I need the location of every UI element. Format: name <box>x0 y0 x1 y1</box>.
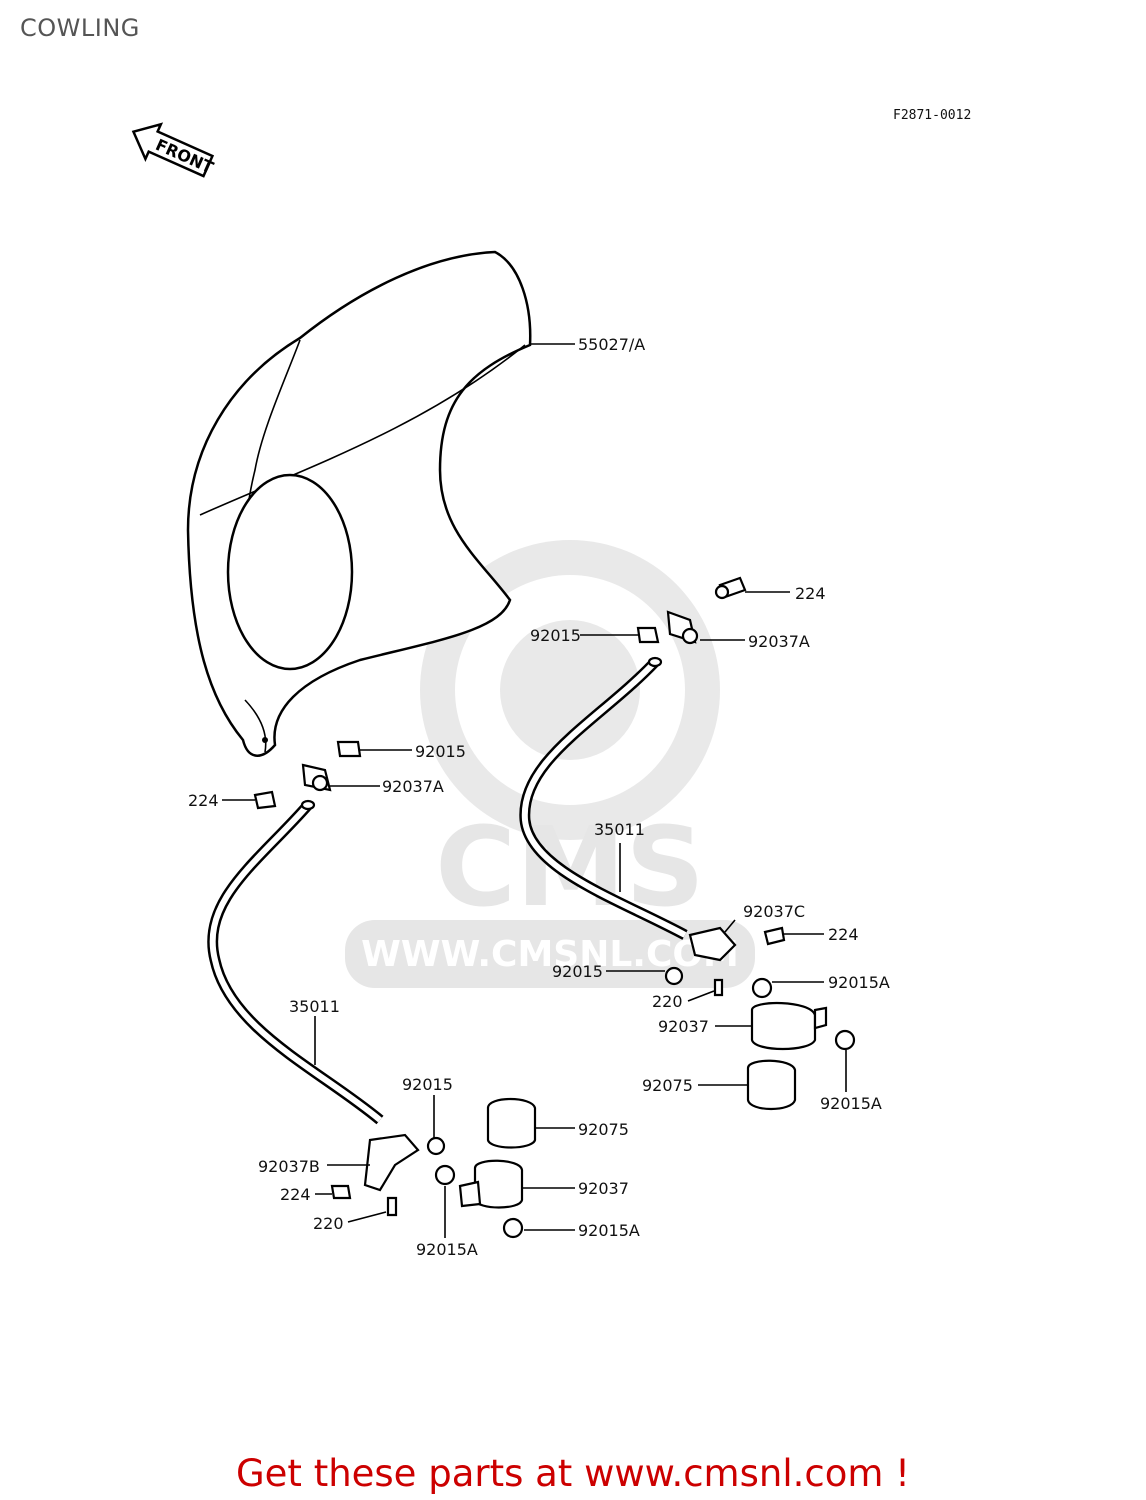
callout-55027a: 55027/A <box>578 335 645 354</box>
footer-cta[interactable]: Get these parts at www.cmsnl.com ! <box>235 1452 910 1495</box>
callout-92015: 92015 <box>552 962 603 981</box>
front-arrow-icon <box>131 122 215 178</box>
callout-92015a: 92015A <box>416 1240 478 1259</box>
callout-labels: 55027/A 224 92015 92037A 92015 92037A 22… <box>188 335 890 1259</box>
left-lower-hardware <box>330 1098 537 1239</box>
callout-224: 224 <box>188 791 219 810</box>
right-rod-35011 <box>519 656 688 940</box>
watermark-url: WWW.CMSNL.COM <box>361 934 739 975</box>
watermark-brand: CMS <box>435 803 704 931</box>
callout-35011: 35011 <box>289 997 340 1016</box>
cowling-55027 <box>186 250 532 757</box>
callout-92037: 92037 <box>658 1017 709 1036</box>
drawing-code: F2871-0012 <box>893 108 971 123</box>
callout-92015a: 92015A <box>828 973 890 992</box>
callout-92075: 92075 <box>578 1120 629 1139</box>
callout-220: 220 <box>313 1214 344 1233</box>
right-upper-hardware <box>636 576 747 645</box>
left-upper-hardware <box>253 740 362 810</box>
callout-92037: 92037 <box>578 1179 629 1198</box>
callout-92015: 92015 <box>530 626 581 645</box>
callout-35011: 35011 <box>594 820 645 839</box>
front-arrow: FRONT <box>131 122 217 178</box>
callout-92037a: 92037A <box>382 777 444 796</box>
leader-lines <box>222 343 847 1238</box>
callout-92015a: 92015A <box>820 1094 882 1113</box>
callout-92075: 92075 <box>642 1076 693 1095</box>
callout-92015a: 92015A <box>578 1221 640 1240</box>
front-arrow-label: FRONT <box>153 135 217 177</box>
parts-diagram: CMS WWW.CMSNL.COM F2871-0012 FRONT <box>131 108 971 1259</box>
callout-92015: 92015 <box>415 742 466 761</box>
callout-92037b: 92037B <box>258 1157 320 1176</box>
right-lower-hardware <box>664 926 856 1110</box>
callout-220: 220 <box>652 992 683 1011</box>
left-rod-35011 <box>207 799 384 1125</box>
callout-224: 224 <box>828 925 859 944</box>
callout-92037a: 92037A <box>748 632 810 651</box>
callout-224: 224 <box>280 1185 311 1204</box>
page-title: COWLING <box>20 14 140 42</box>
callout-92015: 92015 <box>402 1075 453 1094</box>
callout-92037c: 92037C <box>743 902 805 921</box>
callout-224: 224 <box>795 584 826 603</box>
